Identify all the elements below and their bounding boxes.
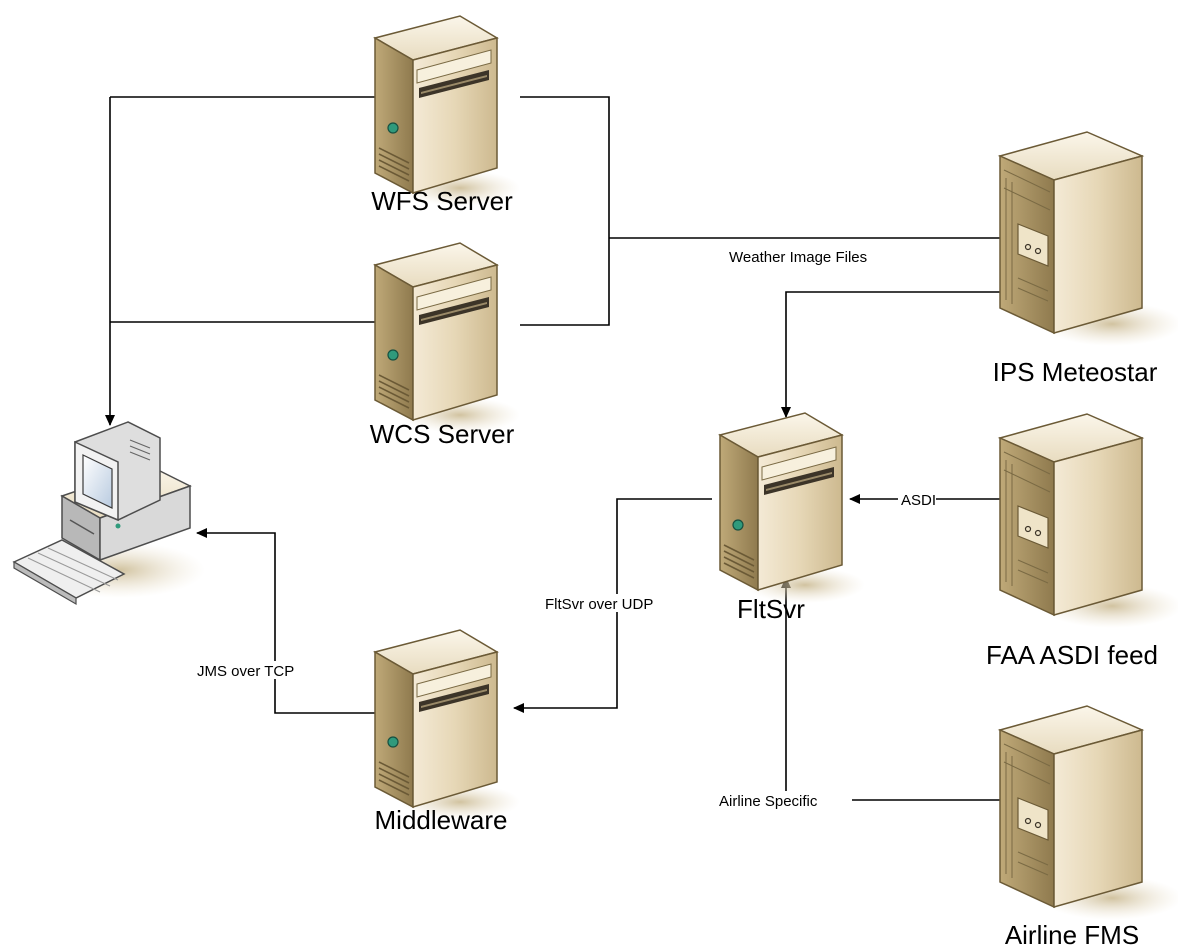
edge-label-airline: Airline Specific bbox=[719, 793, 818, 810]
node-label-wcs: WCS Server bbox=[370, 419, 515, 449]
node-label-fltsvr: FltSvr bbox=[737, 594, 805, 624]
airline-fms-server-icon bbox=[999, 705, 1178, 921]
node-labels: WFS Server WCS Server IPS Meteostar FltS… bbox=[370, 186, 1158, 948]
client-workstation-icon bbox=[12, 421, 205, 606]
node-label-fms: Airline FMS bbox=[1005, 920, 1139, 948]
wcs-server-icon bbox=[374, 242, 521, 434]
edge-label-udp: FltSvr over UDP bbox=[545, 596, 653, 613]
node-label-middleware: Middleware bbox=[375, 805, 508, 835]
edge-labels: Weather Image Files ASDI FltSvr over UDP… bbox=[194, 249, 936, 810]
wire-wfs-right bbox=[520, 96, 610, 326]
wfs-server-icon bbox=[374, 15, 521, 207]
middleware-server-icon bbox=[374, 629, 521, 821]
fltsvr-server-icon bbox=[719, 412, 866, 604]
wire-jms bbox=[196, 528, 378, 714]
node-label-faa: FAA ASDI feed bbox=[986, 640, 1158, 670]
edge-label-weather: Weather Image Files bbox=[729, 249, 867, 266]
node-label-wfs: WFS Server bbox=[371, 186, 513, 216]
connections bbox=[105, 96, 1000, 801]
edge-label-jms: JMS over TCP bbox=[197, 663, 294, 680]
wire-ips-fltsvr bbox=[781, 291, 1000, 418]
node-label-ips: IPS Meteostar bbox=[993, 357, 1158, 387]
ips-meteostar-server-icon bbox=[999, 131, 1178, 347]
edge-label-asdi: ASDI bbox=[901, 492, 936, 509]
wire-airline-specific bbox=[781, 577, 1000, 801]
faa-asdi-server-icon bbox=[999, 413, 1178, 629]
